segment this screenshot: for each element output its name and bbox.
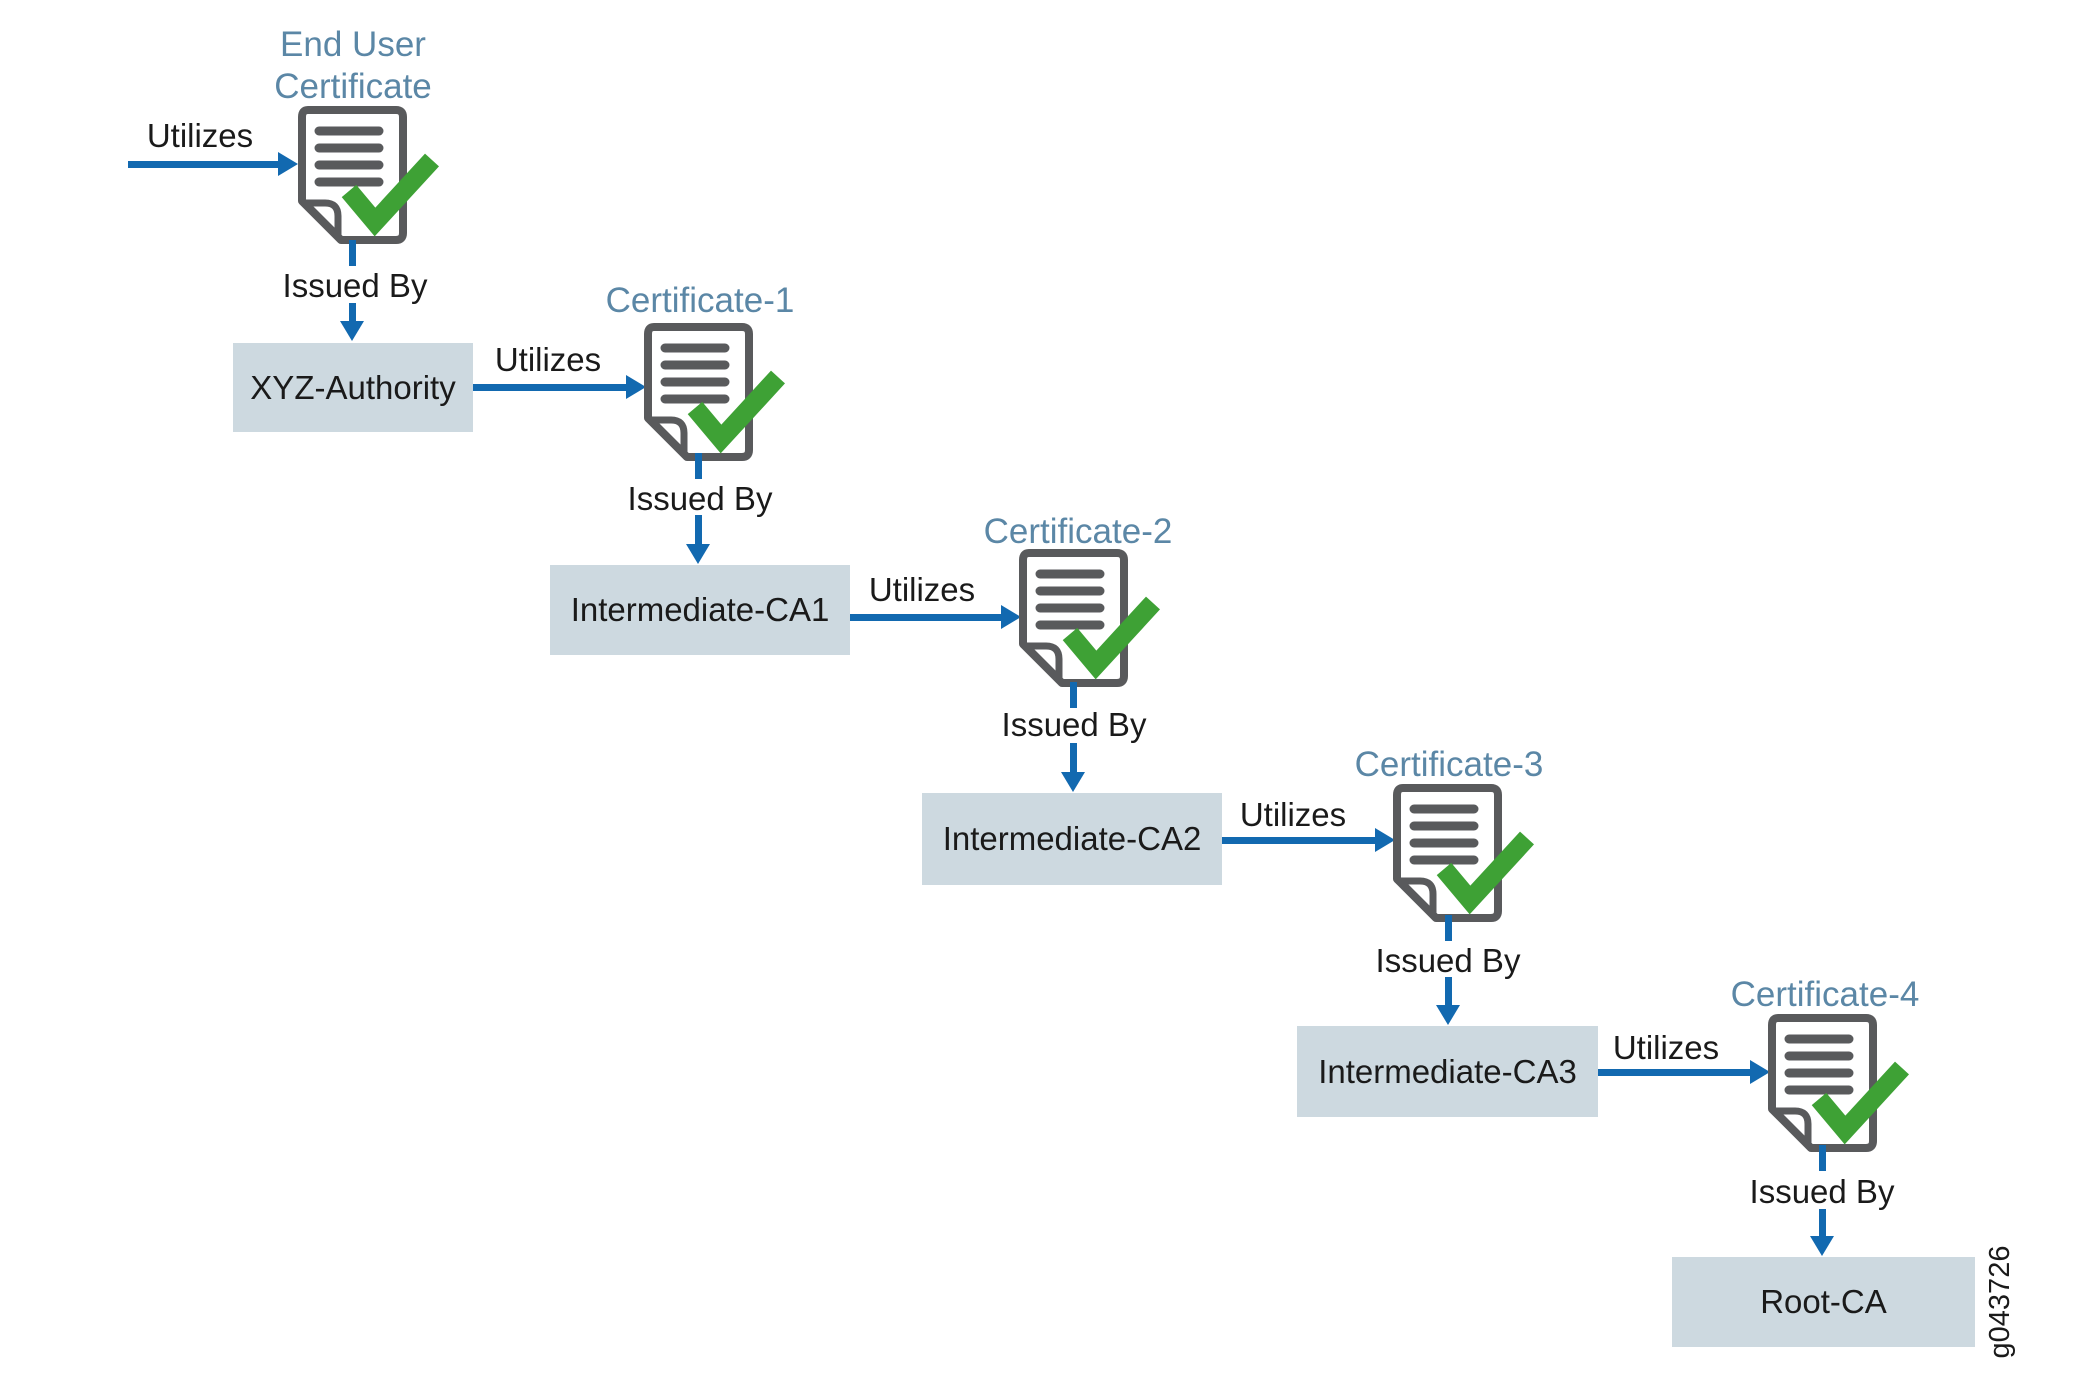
arrow-shaft bbox=[694, 515, 702, 544]
arrowhead-down-icon bbox=[1436, 1005, 1460, 1025]
utilizes-arrow bbox=[473, 375, 646, 399]
issuer-box-intermediate-ca2: Intermediate-CA2 bbox=[922, 793, 1222, 885]
issued-by-connector bbox=[349, 240, 356, 266]
certificate-check-icon bbox=[637, 320, 797, 470]
issued-by-label: Issued By bbox=[1001, 706, 1147, 743]
certificate-label-3: Certificate-3 bbox=[1354, 745, 1544, 784]
issued-by-label: Issued By bbox=[1375, 942, 1521, 979]
arrowhead-down-icon bbox=[340, 321, 364, 341]
certificate-label-1: Certificate-1 bbox=[605, 281, 795, 320]
utilizes-label: Utilizes bbox=[1612, 1029, 1720, 1066]
arrowhead-down-icon bbox=[1061, 772, 1085, 792]
issued-by-arrow bbox=[1061, 743, 1085, 792]
arrow-shaft bbox=[1818, 1209, 1826, 1236]
issued-by-connector bbox=[1070, 682, 1077, 708]
issuer-box-intermediate-ca3: Intermediate-CA3 bbox=[1297, 1026, 1598, 1117]
arrow-shaft bbox=[473, 383, 626, 391]
utilizes-arrow bbox=[850, 605, 1021, 629]
arrow-shaft bbox=[1222, 836, 1375, 844]
issued-by-connector bbox=[695, 453, 702, 479]
utilizes-label: Utilizes bbox=[146, 117, 254, 154]
arrowhead-down-icon bbox=[686, 544, 710, 564]
figure-id: g043726 bbox=[1984, 1245, 2016, 1359]
utilizes-label: Utilizes bbox=[1239, 796, 1347, 833]
arrow-shaft bbox=[128, 160, 278, 168]
certificate-label-end-user: End User Certificate bbox=[274, 25, 432, 106]
utilizes-arrow bbox=[1222, 828, 1395, 852]
arrow-shaft bbox=[1069, 743, 1077, 772]
arrow-shaft bbox=[1444, 977, 1452, 1005]
arrow-shaft bbox=[348, 303, 356, 321]
arrowhead-right-icon bbox=[1750, 1060, 1770, 1084]
issuer-box-xyz-authority: XYZ-Authority bbox=[233, 343, 473, 432]
utilizes-arrow bbox=[128, 152, 298, 176]
issuer-box-root-ca: Root-CA bbox=[1672, 1257, 1975, 1347]
issued-by-label: Issued By bbox=[282, 267, 428, 304]
arrowhead-right-icon bbox=[1375, 828, 1395, 852]
issued-by-label: Issued By bbox=[1749, 1173, 1895, 1210]
utilizes-label: Utilizes bbox=[494, 341, 602, 378]
utilizes-label: Utilizes bbox=[868, 571, 976, 608]
issued-by-arrow bbox=[1810, 1209, 1834, 1256]
issued-by-arrow bbox=[340, 303, 364, 341]
issued-by-connector bbox=[1445, 915, 1452, 941]
arrowhead-right-icon bbox=[278, 152, 298, 176]
arrowhead-right-icon bbox=[626, 375, 646, 399]
arrowhead-right-icon bbox=[1001, 605, 1021, 629]
arrowhead-down-icon bbox=[1810, 1236, 1834, 1256]
issued-by-connector bbox=[1819, 1145, 1826, 1171]
certificate-label-4: Certificate-4 bbox=[1730, 975, 1920, 1014]
certificate-check-icon bbox=[1761, 1011, 1921, 1161]
arrow-shaft bbox=[850, 613, 1001, 621]
certificate-check-icon bbox=[291, 103, 451, 253]
certificate-check-icon bbox=[1386, 781, 1546, 931]
arrow-shaft bbox=[1598, 1068, 1750, 1076]
issuer-box-intermediate-ca1: Intermediate-CA1 bbox=[550, 565, 850, 655]
certificate-label-2: Certificate-2 bbox=[983, 512, 1173, 551]
utilizes-arrow bbox=[1598, 1060, 1770, 1084]
certificate-check-icon bbox=[1012, 546, 1172, 696]
issued-by-arrow bbox=[1436, 977, 1460, 1025]
issued-by-arrow bbox=[686, 515, 710, 564]
issued-by-label: Issued By bbox=[627, 480, 773, 517]
